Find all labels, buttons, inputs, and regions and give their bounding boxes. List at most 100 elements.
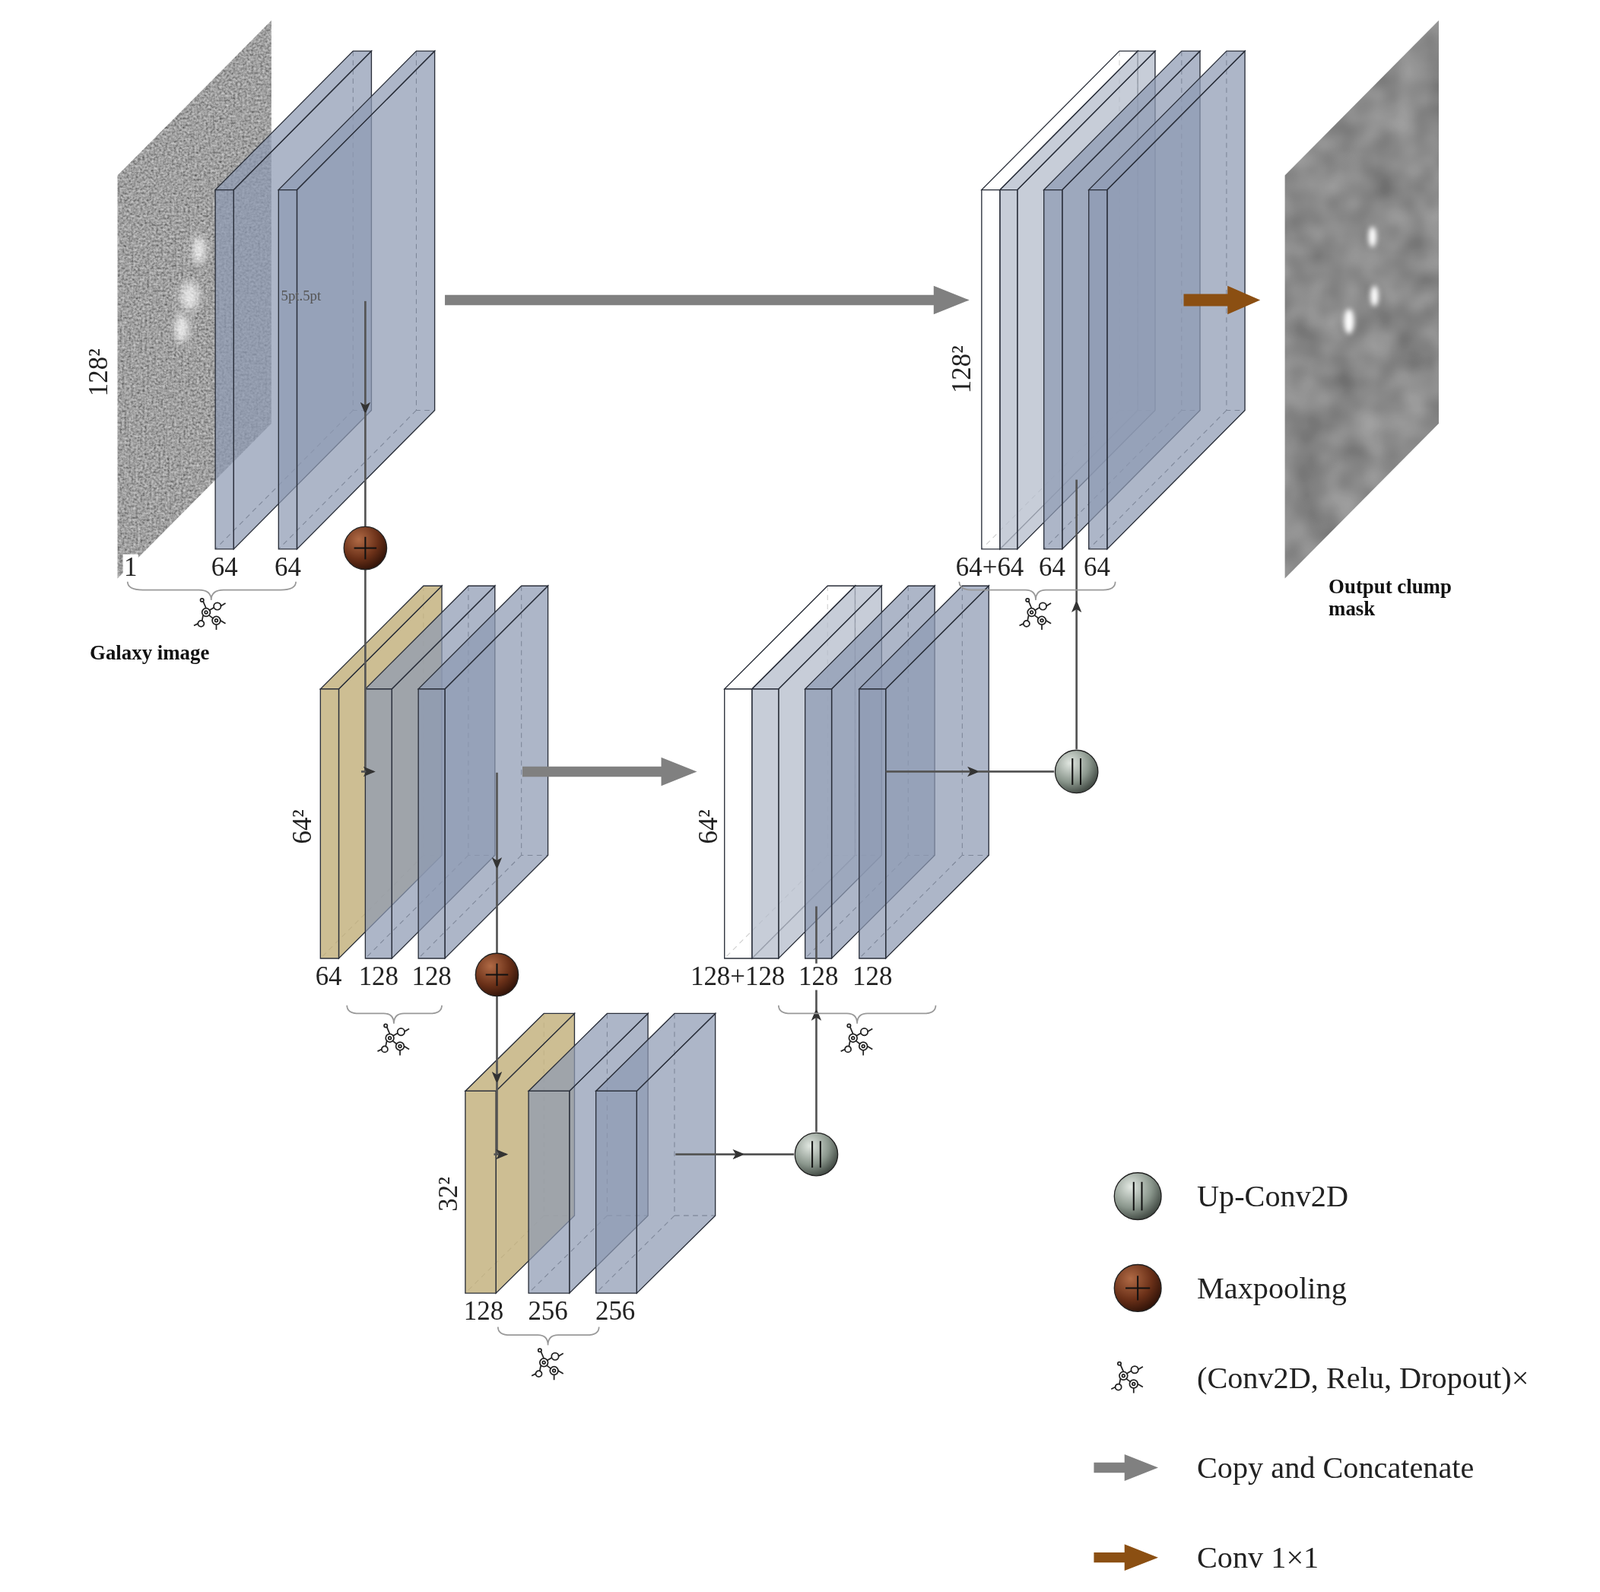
slab-face: [418, 688, 445, 959]
flow-line: [977, 770, 1054, 773]
slab-face: [320, 688, 339, 959]
upconv-symbol: [794, 1132, 838, 1175]
flow-line: [1075, 602, 1078, 750]
flow-line: [742, 1152, 794, 1156]
conv-block-icon: [193, 598, 226, 630]
dimension-label: 1: [123, 554, 139, 581]
maxpool-symbol: [343, 526, 387, 569]
conv1x1-arrow: [1184, 285, 1261, 315]
hidden-edge: [859, 585, 989, 959]
dimension-label: 128²: [85, 347, 113, 397]
flow-line: [495, 867, 499, 954]
dimension-label: 128+128: [689, 963, 787, 991]
legend-maxpool-symbol: [1114, 1264, 1162, 1312]
dimension-label: 256: [594, 1298, 637, 1325]
dimension-label: 64: [1082, 554, 1112, 581]
flow-line: [675, 1152, 743, 1156]
legend-conv1x1-arrow: [1093, 1543, 1159, 1571]
conv-block-icon: [1019, 598, 1051, 630]
legend-upconv-symbol: [1114, 1172, 1162, 1220]
slab-face: [215, 190, 234, 550]
dimension-label: 128: [463, 1298, 505, 1325]
flow-line: [493, 1152, 506, 1156]
dimension-label: 64²: [695, 808, 723, 845]
hidden-edge: [278, 50, 435, 550]
image-caption-node: Galaxy image: [89, 641, 294, 664]
slab-face: [418, 585, 548, 689]
flow-line: [495, 996, 499, 1083]
slab-face: [596, 1090, 638, 1293]
dimension-label: 64+64: [955, 554, 1026, 581]
brace: [498, 1326, 600, 1345]
legend-copy-arrow: [1093, 1453, 1159, 1481]
image-caption-node: Output clump mask: [1328, 574, 1454, 620]
slab-face: [278, 50, 435, 190]
image-caption: Output clump mask: [1328, 574, 1454, 620]
slab-face: [752, 688, 779, 959]
upconv-symbol: [1054, 749, 1098, 793]
slab-face: [1000, 190, 1018, 550]
brace: [346, 1005, 442, 1024]
hidden-edge: [528, 1012, 648, 1293]
slab-face: [1088, 50, 1245, 190]
slab-face: [1044, 190, 1063, 550]
legend-text: (Conv2D, Relu, Dropout)×: [1196, 1361, 1529, 1393]
hidden-edge: [465, 1012, 575, 1293]
dimension-label: 128: [851, 963, 894, 991]
feature-map: [465, 1012, 575, 1293]
dimension-label: 128: [357, 963, 400, 991]
legend-text: Up-Conv2D: [1196, 1180, 1349, 1212]
legend-conv-icon: [1111, 1361, 1143, 1394]
flow-line: [885, 770, 978, 773]
conv-block-icon: [377, 1023, 410, 1055]
dimension-label: 128: [410, 963, 453, 991]
slab-face: [805, 688, 832, 959]
dimension-label: 64: [314, 963, 343, 991]
slab-face: [528, 1090, 570, 1293]
flow-line: [495, 1081, 499, 1154]
dimension-label: 256: [526, 1298, 569, 1325]
conv-block-icon: [531, 1348, 564, 1380]
dimension-label: 64: [209, 554, 239, 581]
dimension-label: 32²: [435, 1175, 463, 1213]
flow-line: [495, 772, 499, 868]
dimension-label: 64²: [289, 808, 317, 845]
flow-line: [815, 1009, 818, 1132]
legend-text: Copy and Concatenate: [1196, 1451, 1474, 1483]
flow-line: [364, 412, 367, 527]
image-caption: Galaxy image: [89, 641, 294, 664]
copy-arrow: [522, 757, 697, 787]
slab-face: [1088, 190, 1108, 550]
slab-face: [859, 688, 886, 959]
dimension-label: 64: [273, 554, 303, 581]
feature-map: [528, 1012, 648, 1293]
flow-line: [364, 569, 367, 772]
slab-face: [465, 1090, 496, 1293]
brace: [127, 581, 296, 600]
flow-line: [815, 906, 818, 1011]
slab-face: [596, 1012, 716, 1091]
copy-arrow: [444, 285, 970, 315]
legend-text: Conv 1×1: [1196, 1542, 1319, 1573]
flow-line: [361, 770, 374, 773]
flow-line: [1075, 479, 1078, 603]
flow-line: [364, 301, 367, 413]
stray-note: 5pt.5pt: [279, 288, 322, 304]
slab-face: [859, 585, 989, 689]
feature-map: [278, 50, 435, 550]
brace: [958, 581, 1115, 600]
slab-face: [278, 190, 297, 550]
feature-map: [859, 585, 989, 959]
slab-face: [365, 688, 392, 959]
dimension-label: 128²: [949, 344, 976, 394]
clump-mask-image: [1280, 15, 1445, 587]
brace: [778, 1005, 937, 1024]
dimension-label: 128: [797, 963, 840, 991]
slab-face: [885, 585, 990, 959]
slab-face: [981, 190, 1000, 550]
slab-face: [724, 688, 753, 959]
maxpool-symbol: [475, 952, 518, 996]
legend-text: Maxpooling: [1196, 1272, 1347, 1303]
